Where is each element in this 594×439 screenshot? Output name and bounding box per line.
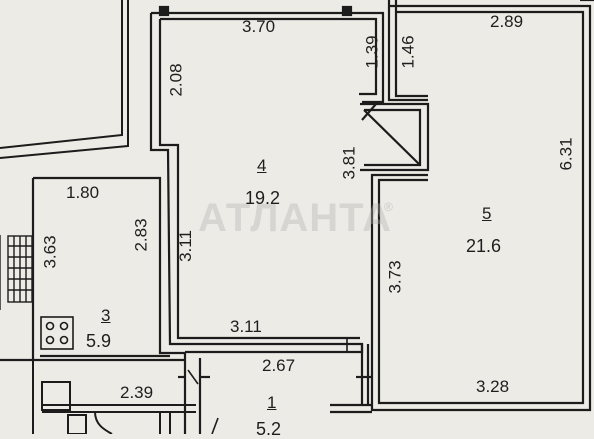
dim-r5-top: 2.89 xyxy=(490,12,524,31)
watermark-registered-icon: ® xyxy=(384,200,393,214)
room-5-walls xyxy=(370,0,594,412)
dim-r5-left: 3.73 xyxy=(385,260,405,294)
dim-r5-bottom: 3.28 xyxy=(476,377,510,396)
dim-r4-left: 2.08 xyxy=(166,63,186,97)
bathroom-walls xyxy=(32,360,196,435)
room-5-area: 21.6 xyxy=(466,236,502,256)
watermark-text: АТЛАНТА xyxy=(198,196,392,240)
stove-icon xyxy=(40,316,74,350)
room-3-walls xyxy=(0,176,185,362)
room-5-number: 5 xyxy=(482,204,492,223)
door-marks xyxy=(187,338,348,435)
room-1-area: 5.2 xyxy=(256,419,282,439)
vent-shaft xyxy=(360,102,430,172)
room-4-walls xyxy=(149,5,385,354)
dim-r4-bottom: 3.11 xyxy=(230,317,262,336)
room-4-area: 19.2 xyxy=(245,188,281,208)
dim-r3-bottom: 2.39 xyxy=(120,383,154,402)
dim-r3-right: 2.83 xyxy=(131,218,151,252)
dim-r3-top: 1.80 xyxy=(66,183,100,202)
dim-r3-left: 3.63 xyxy=(40,235,60,269)
dim-r4-top: 3.70 xyxy=(242,17,276,36)
dim-r4-right: 3.81 xyxy=(339,146,359,180)
stair-detail xyxy=(0,235,33,310)
room-4-number: 4 xyxy=(257,156,267,175)
dim-r4-left-lower: 3.11 xyxy=(175,230,195,262)
dim-r5-right: 6.31 xyxy=(556,137,576,171)
room-1-walls xyxy=(178,344,372,434)
room-3-area: 5.9 xyxy=(86,331,112,351)
dim-r5-left-upper: 1.46 xyxy=(398,35,418,69)
dim-r4-right-upper: 1.39 xyxy=(362,35,382,69)
room-3-number: 3 xyxy=(101,306,111,325)
left-neighbour-walls xyxy=(0,0,129,159)
dim-r1-top: 2.67 xyxy=(262,356,296,375)
room-1-number: 1 xyxy=(267,393,277,412)
